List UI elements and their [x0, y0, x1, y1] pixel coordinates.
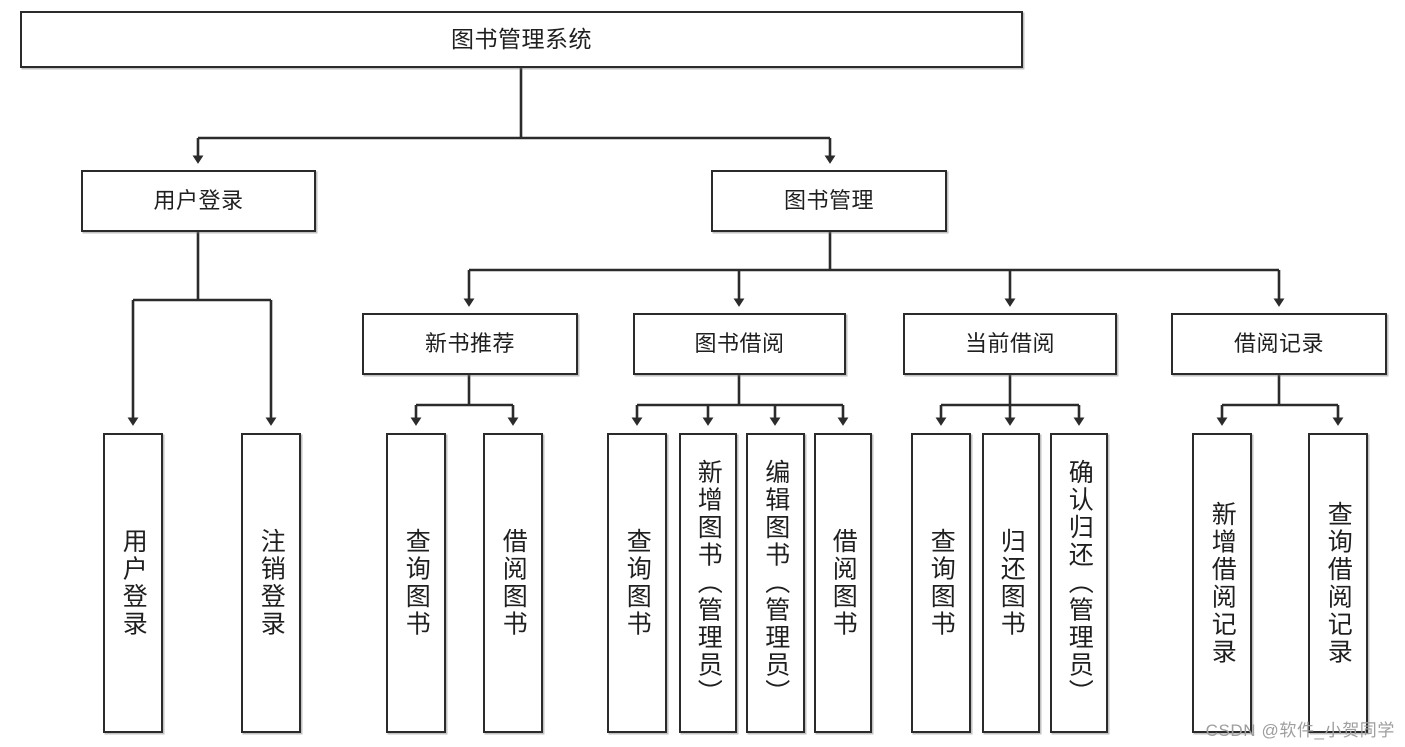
node-label: 查询图书: [402, 528, 431, 638]
node-label: 归还图书: [997, 528, 1026, 638]
leaf-query-book-recommend[interactable]: 查询图书: [386, 433, 446, 733]
node-label: 图书借阅: [694, 331, 785, 357]
node-label: 新增图书（管理员）: [694, 459, 723, 707]
node-label: 图书管理系统: [451, 25, 592, 52]
node-label: 用户登录: [119, 528, 148, 638]
leaf-confirm-return-admin[interactable]: 确认归还（管理员）: [1050, 433, 1108, 733]
leaf-return-book[interactable]: 归还图书: [982, 433, 1040, 733]
leaf-query-book[interactable]: 查询图书: [607, 433, 667, 733]
leaf-add-borrow-record[interactable]: 新增借阅记录: [1192, 433, 1252, 733]
node-label: 新增借阅记录: [1208, 500, 1237, 666]
node-label: 用户登录: [153, 188, 244, 214]
leaf-add-book-admin[interactable]: 新增图书（管理员）: [679, 433, 737, 733]
leaf-borrow-book-recommend[interactable]: 借阅图书: [483, 433, 543, 733]
node-root-system[interactable]: 图书管理系统: [20, 11, 1023, 68]
node-label: 确认归还（管理员）: [1065, 459, 1094, 707]
node-label: 借阅图书: [829, 528, 858, 638]
node-label: 借阅图书: [499, 528, 528, 638]
node-label: 新书推荐: [424, 331, 515, 357]
node-label: 当前借阅: [964, 331, 1055, 357]
node-label: 注销登录: [257, 528, 286, 638]
node-book-borrow[interactable]: 图书借阅: [633, 313, 846, 375]
leaf-edit-book-admin[interactable]: 编辑图书（管理员）: [746, 433, 805, 733]
node-label: 查询借阅记录: [1324, 500, 1353, 666]
node-user-login[interactable]: 用户登录: [81, 170, 316, 232]
node-book-management[interactable]: 图书管理: [711, 170, 947, 232]
node-new-book-recommend[interactable]: 新书推荐: [362, 313, 578, 375]
node-label: 编辑图书（管理员）: [761, 459, 790, 707]
node-label: 查询图书: [927, 528, 956, 638]
leaf-user-login[interactable]: 用户登录: [103, 433, 163, 733]
node-label: 图书管理: [783, 188, 874, 214]
node-current-borrow[interactable]: 当前借阅: [903, 313, 1117, 375]
leaf-borrow-book[interactable]: 借阅图书: [814, 433, 872, 733]
node-label: 借阅记录: [1233, 331, 1324, 357]
node-borrow-record[interactable]: 借阅记录: [1171, 313, 1387, 375]
leaf-query-book-current[interactable]: 查询图书: [911, 433, 971, 733]
leaf-query-borrow-record[interactable]: 查询借阅记录: [1308, 433, 1368, 733]
watermark: CSDN @软件_小贺同学: [1205, 721, 1395, 740]
node-label: 查询图书: [623, 528, 652, 638]
leaf-user-logout[interactable]: 注销登录: [241, 433, 301, 733]
